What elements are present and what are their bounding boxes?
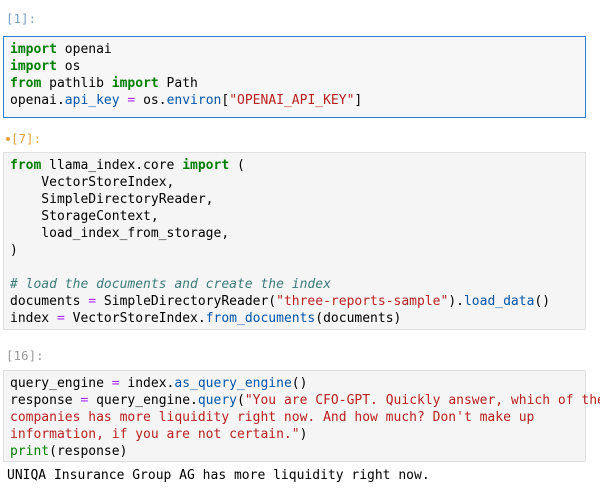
code-line: import os [10, 58, 579, 75]
code-token-attr: api_key [64, 93, 120, 108]
code-token-str: information, if you are not certain." [10, 427, 300, 442]
code-token-op: = [111, 376, 120, 391]
code-token-str: "three-reports-sample" [276, 294, 449, 309]
code-token-attr: environ [166, 93, 222, 108]
code-cell-16[interactable]: query_engine = index.as_query_engine()re… [3, 370, 600, 462]
code-token-plain: llama_index.core [41, 158, 183, 173]
code-token-attr: query [197, 393, 237, 408]
code-token-plain: documents [10, 294, 89, 309]
code-token-kw: from [10, 76, 42, 91]
code-token-plain: query_engine [10, 376, 112, 391]
code-token-attr: as_query_engine [174, 376, 292, 391]
code-token-plain: openai. [10, 93, 65, 108]
code-line: documents = SimpleDirectoryReader("three… [10, 293, 579, 310]
code-token-plain: os. [135, 93, 167, 108]
code-token-plain: VectorStoreIndex, [10, 175, 175, 190]
code-token-op: = [80, 393, 89, 408]
code-line: VectorStoreIndex, [10, 174, 579, 191]
code-token-plain: response [10, 393, 81, 408]
code-token-plain: ( [229, 158, 245, 173]
code-token-op: = [127, 93, 136, 108]
code-line: # load the documents and create the inde… [10, 276, 579, 293]
code-token-plain: load_index_from_storage, [10, 226, 230, 241]
code-line: import openai [10, 41, 579, 58]
code-editor-16[interactable]: query_engine = index.as_query_engine()re… [10, 375, 600, 460]
code-token-plain: SimpleDirectoryReader, [10, 192, 214, 207]
cell-output: UNIQA Insurance Group AG has more liquid… [7, 468, 430, 483]
code-token-plain: (documents) [315, 311, 402, 326]
code-line: response = query_engine.query("You are C… [10, 392, 600, 409]
code-token-plain: query_engine. [88, 393, 198, 408]
code-token-op: = [56, 311, 65, 326]
code-token-cmt: # load the documents and create the inde… [10, 277, 331, 292]
code-token-kw: from [10, 158, 42, 173]
code-token-str: "You are CFO-GPT. Quickly answer, which … [244, 393, 600, 408]
code-line: from pathlib import Path [10, 75, 579, 92]
cell-prompt-16: [16]: [6, 348, 44, 363]
code-editor-7[interactable]: from llama_index.core import ( VectorSto… [10, 157, 579, 327]
code-line: load_index_from_storage, [10, 225, 579, 242]
code-line: query_engine = index.as_query_engine() [10, 375, 579, 392]
code-token-op: = [88, 294, 97, 309]
code-token-plain: SimpleDirectoryReader( [96, 294, 277, 309]
code-line: from llama_index.core import ( [10, 157, 579, 174]
running-indicator-icon [6, 136, 10, 141]
code-token-plain: index. [119, 376, 175, 391]
code-token-plain: () [291, 376, 308, 391]
code-token-kw: import [111, 76, 159, 91]
cell-prompt-7: [7]: [6, 131, 41, 147]
code-token-plain: ) [299, 427, 308, 442]
code-token-plain: ) [10, 243, 18, 258]
code-token-kw: import [182, 158, 230, 173]
code-token-plain: ( [237, 393, 245, 408]
code-token-plain: VectorStoreIndex. [64, 311, 206, 326]
code-token-plain: openai [56, 42, 112, 57]
code-line: ) [10, 242, 579, 259]
code-cell-7[interactable]: from llama_index.core import ( VectorSto… [3, 152, 586, 330]
code-token-plain: Path [158, 76, 198, 91]
code-token-plain: os [56, 59, 81, 74]
code-token-plain: StorageContext, [10, 209, 159, 224]
code-token-str: "OPENAI_API_KEY" [229, 93, 355, 108]
code-token-plain: (response) [49, 444, 128, 459]
code-token-bracket: ] [354, 93, 363, 108]
code-line: information, if you are not certain.") [10, 426, 579, 443]
code-line: openai.api_key = os.environ["OPENAI_API_… [10, 92, 579, 109]
code-line: StorageContext, [10, 208, 579, 225]
code-token-str: companies has more liquidity right now. … [10, 410, 535, 425]
code-token-plain: () [534, 294, 551, 309]
code-line [10, 259, 579, 276]
code-line: index = VectorStoreIndex.from_documents(… [10, 310, 579, 327]
code-token-plain: pathlib [41, 76, 112, 91]
code-token-builtin: print [10, 444, 50, 459]
code-line: SimpleDirectoryReader, [10, 191, 579, 208]
code-token-kw: import [10, 59, 57, 74]
code-token-bracket: [ [221, 93, 230, 108]
code-token-kw: import [10, 42, 57, 57]
code-line: companies has more liquidity right now. … [10, 409, 579, 426]
code-line: print(response) [10, 443, 579, 460]
code-token-plain: index [10, 311, 57, 326]
code-token-attr: from_documents [205, 311, 316, 326]
code-token-attr: load_data [463, 294, 535, 309]
code-token-plain: ). [448, 294, 464, 309]
cell-prompt-1: [1]: [6, 11, 37, 26]
